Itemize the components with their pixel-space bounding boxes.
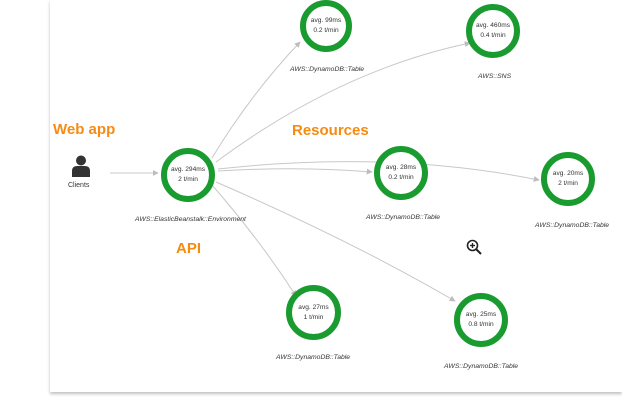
resource-node-label: AWS::DynamoDB::Table	[290, 66, 365, 73]
edge-api-sns	[215, 41, 471, 163]
api-node-label: AWS::ElasticBeanstalk::Environment	[135, 216, 246, 223]
resource-node-rate: 0.8 t/min	[468, 321, 494, 328]
resource-node-rate: 0.4 t/min	[480, 32, 506, 39]
edge-api-dynamodb-27	[211, 184, 297, 297]
resource-node-avg: avg. 99ms	[310, 17, 342, 24]
zoom-in-icon[interactable]	[466, 239, 482, 255]
edge-api-dynamodb-28	[217, 168, 373, 175]
resource-node-sns-460ms[interactable]: avg. 460ms 0.4 t/min	[466, 4, 520, 58]
resource-node-avg: avg. 20ms	[552, 170, 584, 177]
edge-api-dynamodb-99	[211, 41, 301, 159]
api-node[interactable]: avg. 294ms 2 t/min	[161, 148, 215, 202]
resource-node-dynamodb-20ms[interactable]: avg. 20ms 2 t/min	[541, 152, 595, 206]
resource-node-dynamodb-25ms[interactable]: avg. 25ms 0.8 t/min	[454, 293, 508, 347]
resource-node-avg: avg. 25ms	[465, 311, 497, 318]
resource-node-label: AWS::SNS	[478, 73, 512, 80]
resource-node-rate: 0.2 t/min	[313, 27, 339, 34]
resource-node-dynamodb-28ms[interactable]: avg. 28ms 0.2 t/min	[374, 146, 428, 200]
resource-node-avg: avg. 27ms	[298, 303, 329, 311]
resource-node-label: AWS::DynamoDB::Table	[276, 354, 351, 361]
annotation-api: API	[176, 240, 202, 257]
resource-node-label: AWS::DynamoDB::Table	[366, 214, 441, 221]
annotation-web-app: Web app	[53, 121, 116, 138]
resource-node-rate: 0.2 t/min	[388, 174, 414, 181]
resource-node-dynamodb-27ms[interactable]: avg. 27ms 1 t/min	[286, 285, 341, 340]
api-node-rate: 2 t/min	[178, 176, 198, 183]
resource-node-label: AWS::DynamoDB::Table	[444, 363, 519, 370]
resource-node-rate: 2 t/min	[558, 180, 578, 187]
resource-node-rate: 1 t/min	[303, 313, 324, 321]
resource-node-dynamodb-99ms[interactable]: avg. 99ms 0.2 t/min	[300, 0, 352, 52]
api-node-avg: avg. 294ms	[170, 166, 206, 173]
clients-label: Clients	[68, 182, 90, 189]
resource-node-label: AWS::DynamoDB::Table	[535, 222, 610, 229]
annotation-resources: Resources	[292, 122, 369, 139]
edge-api-dynamodb-25	[215, 181, 456, 302]
resource-node-avg: avg. 28ms	[385, 164, 417, 171]
resource-node-avg: avg. 460ms	[475, 22, 511, 29]
person-icon[interactable]	[72, 155, 90, 177]
